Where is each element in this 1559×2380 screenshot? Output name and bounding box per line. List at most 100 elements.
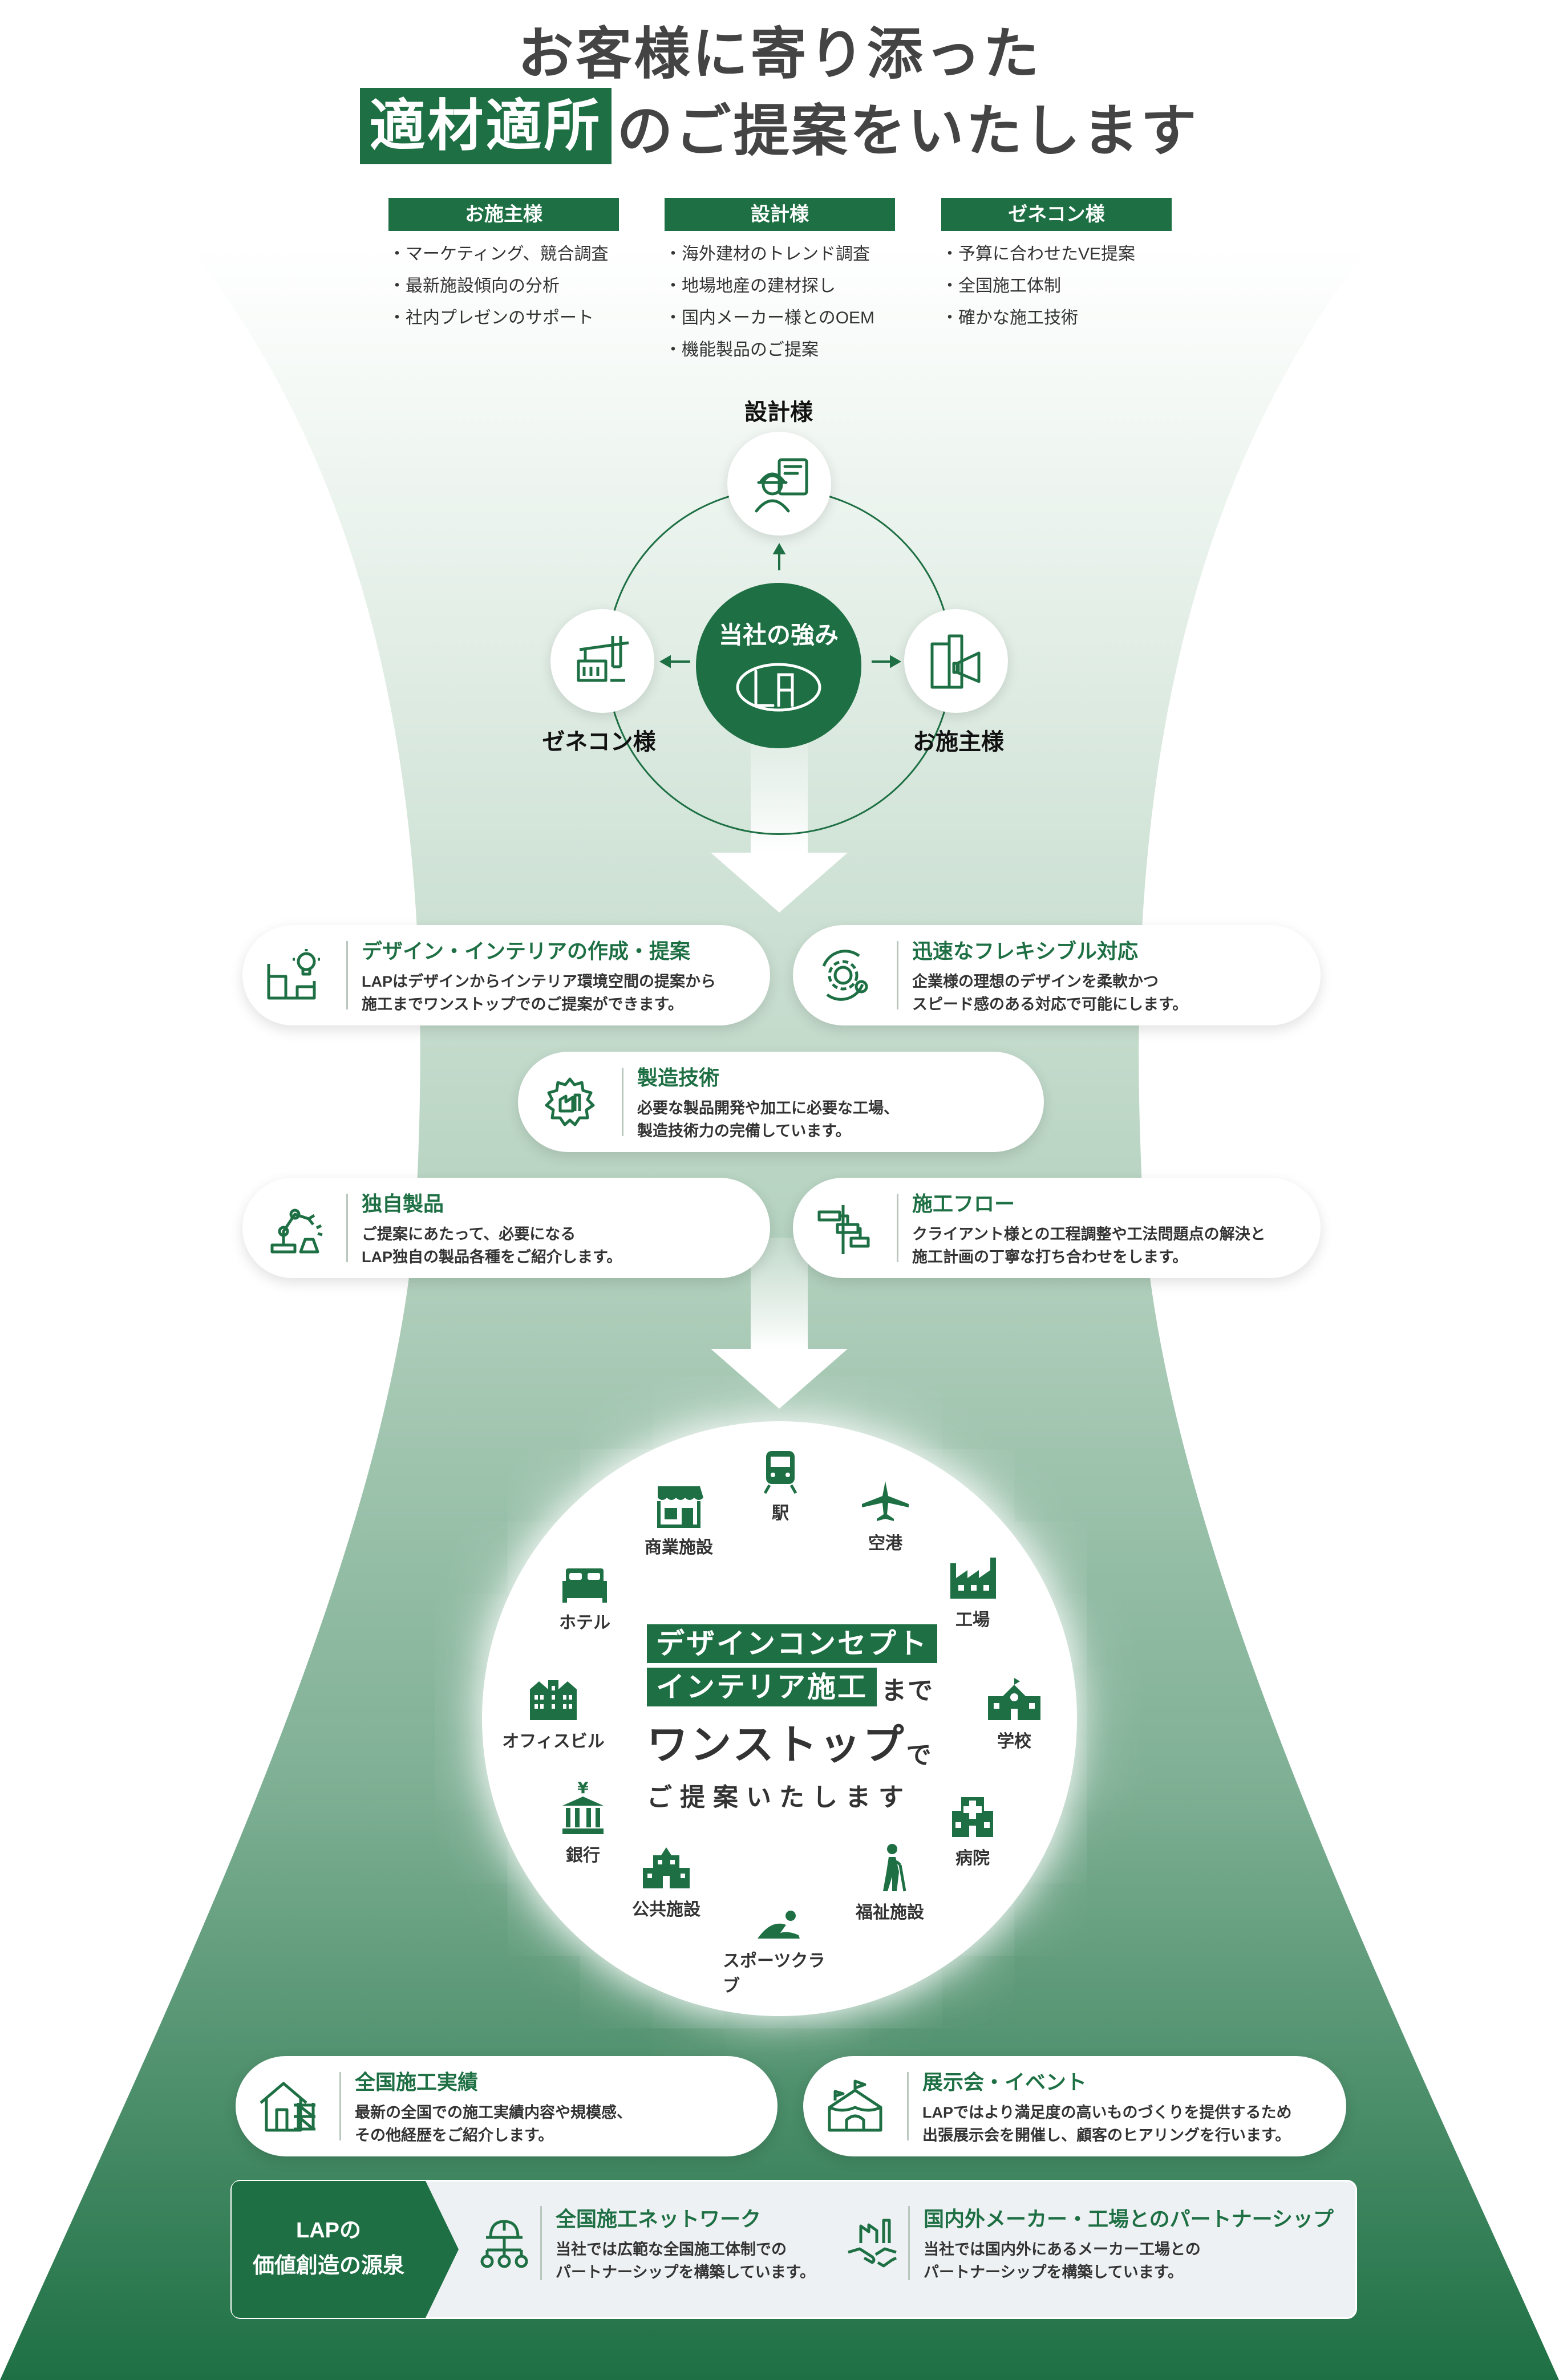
source-item-network: 全国施工ネットワーク 当社では広範な全国施工体制での パートナーシップを構築して…: [468, 2203, 815, 2284]
list-item: 海外建材のトレンド調査: [665, 244, 874, 276]
shop-icon: [657, 1486, 703, 1528]
strength-card-manufacturing: 製造技術 必要な製品開発や加工に必要な工場、 製造技術力の完備しています。: [518, 1052, 1044, 1152]
strength-desc: 製造技術力の完備しています。: [637, 1122, 851, 1140]
client-header-general-contractor: ゼネコン様: [941, 198, 1172, 231]
exhibition-tent-icon: [828, 2079, 882, 2132]
facility-label: 商業施設: [645, 1538, 713, 1557]
facility-welfare: 福祉施設: [833, 1842, 947, 1923]
strength-card-original-products: 独自製品 ご提案にあたって、必要になる LAP独自の製品各種をご紹介します。: [242, 1178, 770, 1278]
facility-bank: ¥ 銀行: [526, 1779, 640, 1866]
designer-node: [727, 432, 831, 536]
strength-desc: クライアント様との工程調整や工法問題点の解決と: [912, 1226, 1266, 1243]
onestop-made: まで: [881, 1677, 934, 1705]
strength-title: 製造技術: [637, 1066, 720, 1089]
gear-factory-icon: [545, 1077, 595, 1126]
strength-desc: ご提案にあたって、必要になる: [362, 1226, 576, 1243]
facility-commercial: 商業施設: [622, 1483, 736, 1558]
source-item-desc: 当社では国内外にあるメーカー工場との: [924, 2241, 1201, 2258]
achievement-title: 展示会・イベント: [922, 2070, 1087, 2094]
gear-cycle-icon: [822, 950, 868, 1001]
facility-label: ホテル: [559, 1613, 610, 1632]
cycle-label-owner: お施主様: [913, 729, 1004, 755]
achievement-desc: LAPではより満足度の高いものづくりを提供するため: [922, 2104, 1292, 2121]
facility-factory: 工場: [916, 1555, 1030, 1631]
headline-line2: 適材適所 のご提案をいたします: [0, 86, 1559, 167]
facility-label: 公共施設: [632, 1900, 700, 1919]
cycle-label-general-contractor: ゼネコン様: [542, 729, 656, 755]
owner-node: [904, 609, 1008, 713]
client-list-general-contractor: 予算に合わせたVE提案 全国施工体制 確かな施工技術: [941, 244, 1135, 340]
facility-public: 公共施設: [609, 1845, 723, 1920]
list-item: 全国施工体制: [941, 276, 1135, 308]
facility-label: 学校: [997, 1732, 1031, 1751]
headline-highlight: 適材適所: [360, 88, 612, 164]
facility-label: 銀行: [566, 1846, 600, 1865]
factory-icon: [950, 1558, 996, 1599]
facility-label: 福祉施設: [856, 1903, 924, 1922]
source-item-partnership: 国内外メーカー・工場とのパートナーシップ 当社では国内外にあるメーカー工場との …: [836, 2203, 1334, 2284]
hospital-icon: [952, 1797, 993, 1837]
achievement-desc: 最新の全国での施工実績内容や規模感、: [355, 2104, 632, 2121]
facility-hospital: 病院: [916, 1794, 1030, 1869]
achievement-desc: 出張展示会を開催し、顧客のヒアリングを行います。: [922, 2127, 1291, 2144]
onestop-message: デザインコンセプト インテリア施工まで ワンストップで ご提案いたします: [647, 1624, 944, 1813]
achievement-card-exhibition: 展示会・イベント LAPではより満足度の高いものづくりを提供するため 出張展示会…: [803, 2056, 1346, 2156]
client-list-owner: マーケティング、競合調査 最新施設傾向の分析 社内プレゼンのサポート: [388, 244, 609, 340]
headline-line1: お客様に寄り添った: [517, 22, 1042, 85]
facility-label: 病院: [955, 1849, 990, 1868]
svg-text:¥: ¥: [577, 1779, 589, 1797]
value-source-line2: 価値創造の源泉: [252, 2254, 404, 2278]
list-item: 確かな施工技術: [941, 308, 1135, 340]
facility-label: スポーツクラブ: [723, 1952, 825, 1996]
achievement-desc: その他経歴をご紹介します。: [355, 2127, 554, 2144]
list-item: 最新施設傾向の分析: [388, 276, 609, 308]
achievement-card-national-results: 全国施工実績 最新の全国での施工実績内容や規模感、 その他経歴をご紹介します。: [236, 2056, 778, 2156]
strength-desc: LAP独自の製品各種をご紹介します。: [362, 1248, 622, 1266]
house-scaffold-icon: [260, 2082, 315, 2132]
onestop-tag-interior: インテリア施工: [647, 1668, 877, 1706]
facility-sports-club: スポーツクラブ: [723, 1908, 837, 1997]
source-item-desc: 当社では広範な全国施工体制での: [556, 2241, 787, 2258]
megaphone-building-icon: [930, 634, 981, 689]
strength-title: 独自製品: [362, 1192, 444, 1215]
strength-title: 施工フロー: [912, 1192, 1015, 1215]
strength-desc: 施工までワンストップでのご提案ができます。: [362, 996, 683, 1013]
facility-school: 学校: [957, 1677, 1071, 1752]
facility-label: オフィスビル: [502, 1732, 605, 1751]
list-item: 機能製品のご提案: [665, 340, 874, 372]
value-source-arrow-tag: [232, 2181, 459, 2318]
gantt-flow-icon: [817, 1205, 870, 1254]
strength-desc: 施工計画の丁寧な打ち合わせをします。: [912, 1248, 1188, 1266]
onestop-tag-design: デザインコンセプト: [647, 1624, 937, 1663]
lightbulb-plan-icon: [267, 949, 320, 1000]
strength-card-design: デザイン・インテリアの作成・提案 LAPはデザインからインテリア環境空間の提案か…: [242, 925, 770, 1025]
headline-rest: のご提案をいたします: [617, 99, 1199, 162]
value-source-label: LAPの 価値創造の源泉: [232, 2213, 426, 2284]
facility-office-building: オフィスビル: [496, 1677, 610, 1752]
onestop-last: ご提案いたします: [647, 1783, 912, 1811]
architect-icon: [755, 458, 808, 513]
source-item-desc: パートナーシップを構築しています。: [556, 2264, 815, 2281]
onestop-de: で: [906, 1741, 933, 1769]
strength-card-construction-flow: 施工フロー クライアント様との工程調整や工法問題点の解決と 施工計画の丁寧な打ち…: [793, 1178, 1321, 1278]
facility-airport: 空港: [828, 1479, 942, 1554]
source-item-title: 国内外メーカー・工場とのパートナーシップ: [924, 2207, 1334, 2231]
school-icon: [988, 1678, 1040, 1720]
train-icon: [763, 1451, 797, 1494]
source-item-desc: パートナーシップを構築しています。: [924, 2264, 1183, 2281]
core-strength-label: 当社の強み: [718, 621, 839, 648]
lap-logo-icon: [736, 663, 821, 711]
public-building-icon: [643, 1847, 690, 1888]
client-header-designer: 設計様: [665, 198, 895, 231]
value-source-line1: LAPの: [295, 2219, 361, 2243]
office-building-icon: [530, 1680, 577, 1720]
strength-desc: スピード感のある対応で可能にします。: [912, 996, 1188, 1013]
crane-icon: [577, 636, 629, 682]
list-item: 社内プレゼンのサポート: [388, 308, 609, 340]
facility-label: 駅: [772, 1504, 789, 1523]
network-helmet-icon: [480, 2220, 528, 2268]
cycle-arrows: [659, 542, 902, 668]
bed-icon: [562, 1568, 607, 1603]
handshake-factory-icon: [847, 2219, 897, 2268]
core-strength-circle: 当社の強み: [696, 583, 861, 748]
